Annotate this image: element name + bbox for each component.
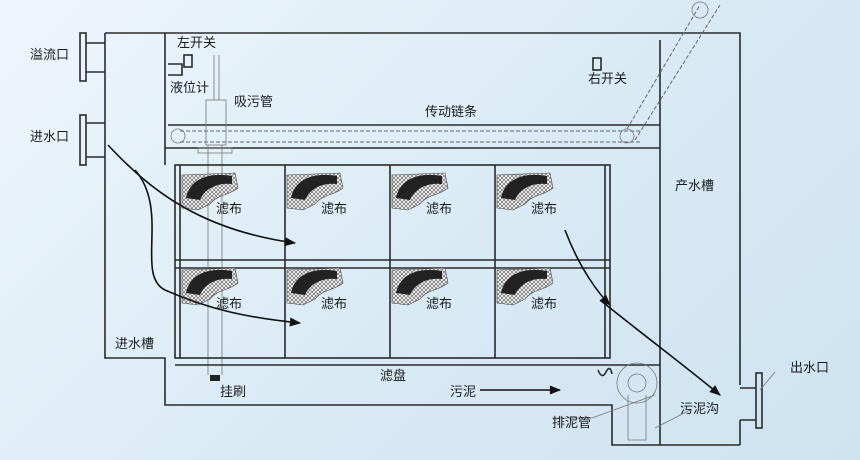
filter-cloth-label: 滤布 xyxy=(531,202,557,217)
brush-label: 挂刷 xyxy=(220,385,246,400)
inlet-pipe xyxy=(79,114,105,166)
left-switch-icon xyxy=(183,54,193,68)
filter-cell: 滤布 xyxy=(286,267,347,312)
right-switch-icon xyxy=(592,57,602,71)
filter-cell: 滤布 xyxy=(181,172,242,217)
level-gauge-icon xyxy=(168,63,183,76)
filter-cell: 滤布 xyxy=(181,267,242,312)
right-switch-label: 右开关 xyxy=(588,72,627,87)
filter-cloth-icon xyxy=(291,174,337,200)
filter-cloth-label: 滤布 xyxy=(321,202,347,217)
filter-cloth-icon xyxy=(501,174,547,200)
level-gauge-label: 液位计 xyxy=(170,81,209,96)
filter-cloth-label: 滤布 xyxy=(216,202,242,217)
filter-plate-label: 滤盘 xyxy=(380,368,406,384)
sludge-pipe xyxy=(597,362,658,441)
overflow-pipe xyxy=(79,32,105,82)
filter-frame xyxy=(174,164,660,366)
inlet-channel-label: 进水槽 xyxy=(115,337,154,352)
suction-pipe-label: 吸污管 xyxy=(234,95,273,110)
sludge-pipe-label: 排泥管 xyxy=(552,416,591,431)
filter-cloth-icon xyxy=(396,174,442,200)
filter-cloth-label: 滤布 xyxy=(321,297,347,312)
left-switch-label: 左开关 xyxy=(177,36,216,51)
filter-cloth-label: 滤布 xyxy=(426,297,452,312)
filter-cloth-label: 滤布 xyxy=(531,297,557,312)
filter-cell: 滤布 xyxy=(286,172,347,217)
filter-cell: 滤布 xyxy=(496,267,557,312)
filter-cell: 滤布 xyxy=(391,172,452,217)
drive-chain xyxy=(170,1,721,144)
filter-cloth-label: 滤布 xyxy=(216,297,242,312)
tank-outline xyxy=(104,32,741,446)
drive-chain-label: 传动链条 xyxy=(425,104,477,120)
filter-cloth-icon xyxy=(501,269,547,295)
filter-cell: 滤布 xyxy=(391,267,452,312)
overflow-outlet-label: 溢流口 xyxy=(30,48,69,63)
sludge-trench-label: 污泥沟 xyxy=(680,402,719,417)
product-channel-label: 产水槽 xyxy=(675,179,714,194)
filter-cell: 滤布 xyxy=(496,172,557,217)
filter-cloth-icon xyxy=(396,269,442,295)
sludge-label: 污泥 xyxy=(450,385,476,400)
outlet-pipe xyxy=(740,372,763,429)
inlet-label: 进水口 xyxy=(30,130,69,145)
filter-cloth-icon xyxy=(186,269,232,295)
outlet-label: 出水口 xyxy=(790,361,829,376)
flow-arrows xyxy=(107,144,721,396)
filter-cloth-label: 滤布 xyxy=(426,202,452,217)
filter-cloth-icon xyxy=(291,269,337,295)
filter-cloth-icon xyxy=(186,174,232,200)
